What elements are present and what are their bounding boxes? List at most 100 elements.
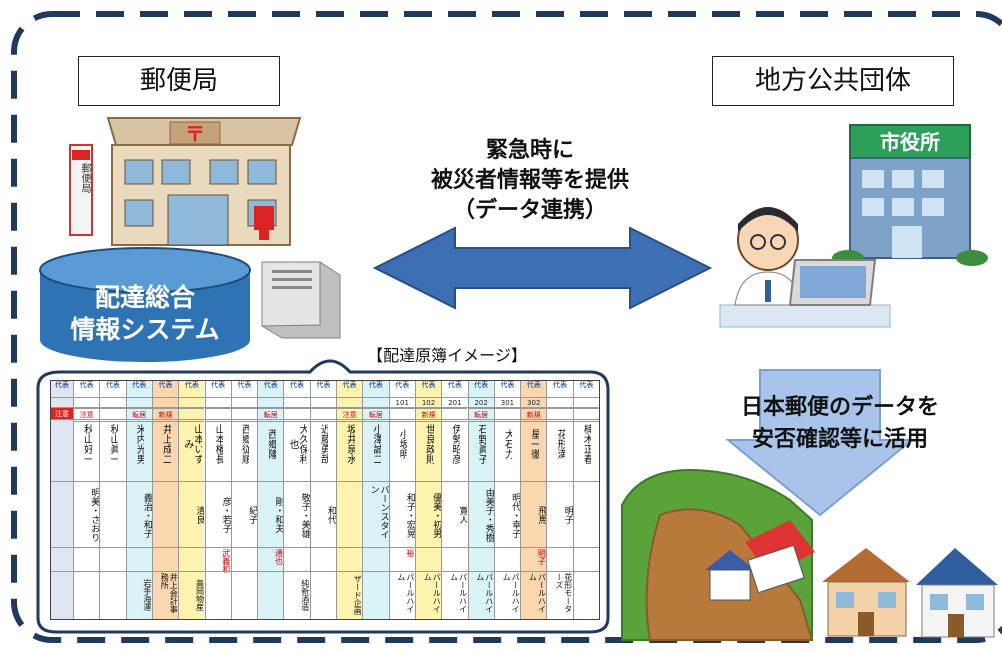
ledger-column: 代表楠木正春 [572, 381, 599, 619]
ledger-family-names: 寛人 [457, 506, 468, 524]
ledger-family-names: 清良 [194, 506, 205, 524]
database-cylinder [39, 247, 251, 362]
ledger-family-names: 明子 [562, 506, 573, 524]
ledger-family-names [100, 485, 125, 545]
official-illustration [719, 207, 891, 328]
ledger-note: 新規 [152, 409, 179, 422]
ledger-column-header: 代表 [179, 381, 205, 398]
ledger-column-header: 代表 [363, 381, 389, 398]
ledger-column-header: 代表 [258, 381, 284, 398]
database-label-line: 配達総合 [94, 283, 195, 312]
ledger-company [206, 573, 231, 617]
ledger-company: 純新酒造 [300, 579, 310, 611]
server-illustration [261, 261, 341, 339]
data-link-caption: 緊急時に 被災者情報等を提供 （データ連携） [400, 136, 660, 226]
ledger-resident-name: 山本権長 [213, 424, 224, 464]
ledger-resident-name: 井上成二 [160, 424, 171, 464]
ledger-room-number [231, 398, 258, 409]
ledger-column-header: 代表 [284, 381, 310, 398]
ledger-title: 【配達原簿イメージ】 [367, 346, 527, 365]
database-label-line: 情報システム [70, 315, 220, 344]
ledger-column: 代表大久保利也敬子・美雄純新酒造 [283, 381, 310, 619]
ledger-family-names: 彦・若子 [220, 497, 231, 533]
ledger-resident-name: 坂井泉水 [344, 424, 355, 464]
ledger-company: 花形モーターズ [554, 573, 573, 613]
ledger-columns: 代表注意秋山好一明美・さおり代表秋山眞一代表転居米内光男義治・和子岩手海運代表新… [73, 381, 599, 619]
ledger-column: 代表山本いずみ清良高岡物産 [178, 381, 205, 619]
ledger-company [100, 573, 125, 617]
ledger-company: パールハイム [528, 573, 547, 613]
ledger-column: 代表転居米内光男義治・和子岩手海運 [125, 381, 152, 619]
ledger-note: 転居 [126, 409, 152, 422]
ledger-note [442, 409, 468, 422]
delivery-ledger: 代表 注意 代表注意秋山好一明美・さおり代表秋山眞一代表転居米内光男義治・和子岩… [50, 380, 600, 620]
ledger-family-names [574, 485, 599, 545]
ledger-room-number [310, 398, 336, 409]
ledger-column-header: 代表 [415, 381, 442, 398]
ledger-row-line [51, 571, 599, 572]
ledger-column: 代表注意坂井泉水ザード企画 [336, 381, 363, 619]
ledger-room-number: 202 [468, 398, 494, 409]
ledger-family-names: 剛・和夫 [273, 497, 284, 533]
local-government-label: 地方公共団体 [712, 56, 954, 106]
ledger-family-names: 和代 [325, 506, 336, 524]
ledger-family-names [337, 485, 362, 545]
ledger-row-line [51, 397, 599, 398]
usage-caption-line: 日本郵便のデータを [740, 395, 939, 420]
ledger-room-number [337, 398, 363, 409]
ledger-column: 代表近藤勇哉和代 [309, 381, 336, 619]
post-office-sign: 郵便局 [79, 163, 90, 193]
ledger-resident-name: 世良政則 [423, 424, 434, 464]
ledger-column-header: 代表 [389, 381, 415, 398]
ledger-note [573, 409, 599, 422]
ledger-resident-name: 近藤勇哉 [318, 424, 329, 464]
ledger-column-header: 代表 [152, 381, 179, 398]
ledger-family-names: 由美子・秀樹 [483, 488, 494, 542]
ledger-family-names: バーンスタイン [368, 485, 389, 539]
ledger-note: 注意 [74, 409, 100, 422]
ledger-room-number [152, 398, 179, 409]
ledger-company [574, 573, 599, 617]
ledger-company: パールハイム [423, 573, 442, 613]
ledger-column-header: 代表 [468, 381, 494, 398]
dashed-frame [11, 11, 1002, 643]
ledger-note [547, 409, 573, 422]
ledger-resident-name: 小坂明 [397, 429, 408, 459]
ledger-note: 新規 [521, 409, 547, 422]
ledger-column-header: 代表 [231, 381, 258, 398]
ledger-resident-name: 秋山好一 [81, 424, 92, 464]
house-illustration-1 [822, 548, 910, 637]
ledger-column-header: 代表 [494, 381, 521, 398]
ledger-room-number [258, 398, 284, 409]
ledger-room-number: 301 [494, 398, 521, 409]
ledger-column: 代表山本権長彦・若子武義和 [204, 381, 231, 619]
ledger-column-header: 代表 [573, 381, 599, 398]
ledger-note: 転居 [363, 409, 389, 422]
ledger-company: パールハイム [449, 573, 468, 613]
ledger-note [231, 409, 258, 422]
ledger-resident-name: 秋山眞一 [107, 424, 118, 464]
ledger-room-number [363, 398, 389, 409]
ledger-company [232, 573, 257, 617]
ledger-room-number [205, 398, 231, 409]
ledger-resident-name: 大石力 [502, 429, 513, 459]
ledger-resident-name: 星一徹 [528, 429, 539, 459]
city-hall-sign: 市役所 [880, 130, 940, 154]
svg-text:〒: 〒 [185, 122, 205, 146]
ledger-row-line [51, 547, 599, 548]
ledger-company [363, 573, 388, 617]
ledger-note [100, 409, 126, 422]
ledger-family-names: 紀子 [247, 506, 258, 524]
ledger-note [494, 409, 521, 422]
ledger-column: 代表注意秋山好一明美・さおり [73, 381, 100, 619]
ledger-note [284, 409, 310, 422]
ledger-company [74, 573, 99, 617]
ledger-resident-name: 西郷従順 [239, 424, 250, 464]
ledger-resident-name: 米内光男 [134, 424, 145, 464]
ledger-resident-name: 山本いずみ [181, 424, 202, 464]
